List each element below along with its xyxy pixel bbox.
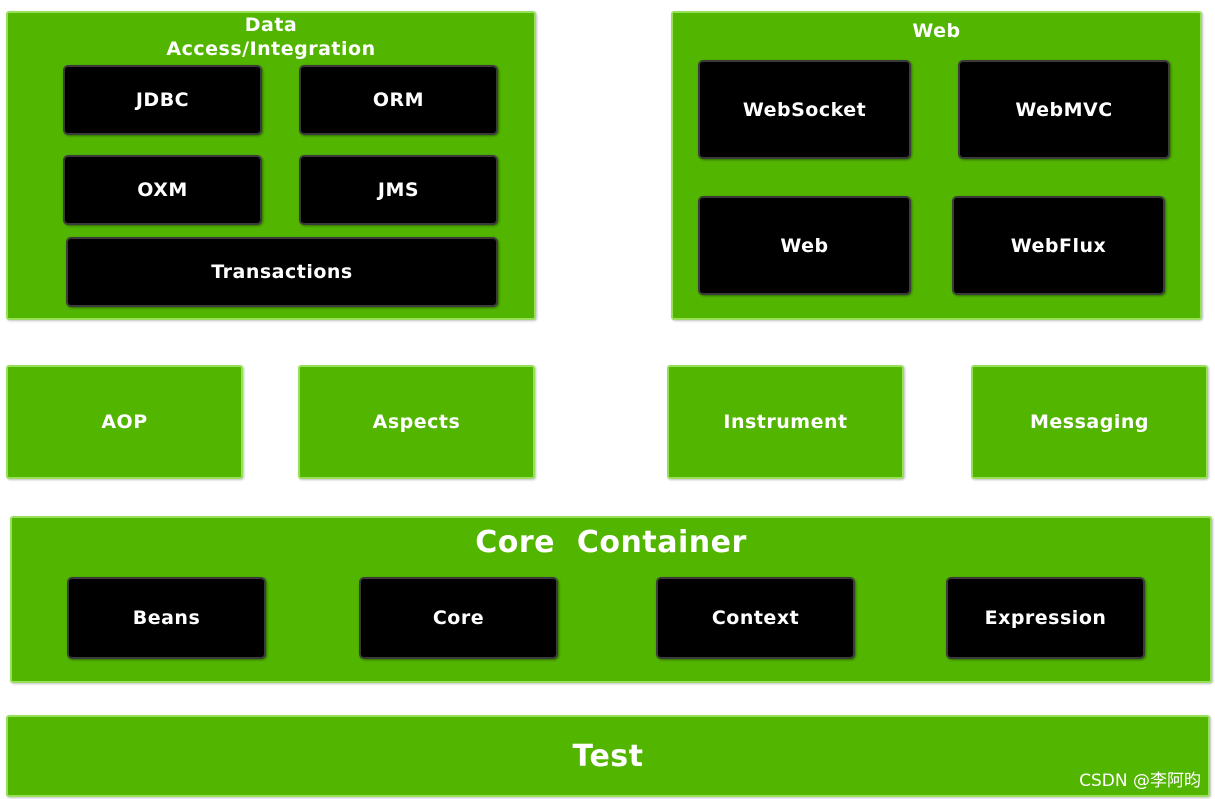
test-module: Test xyxy=(6,715,1210,797)
web-module: Web WebSocket WebMVC Web WebFlux xyxy=(671,11,1202,320)
aop-module: AOP xyxy=(6,365,243,479)
webmvc-box: WebMVC xyxy=(958,60,1170,159)
data-access-title: Data Access/Integration xyxy=(8,13,534,61)
watermark: CSDN @李阿昀 xyxy=(1079,771,1201,791)
data-access-title-line2: Access/Integration xyxy=(166,38,376,60)
web-title: Web xyxy=(912,20,961,42)
test-title: Test xyxy=(572,738,644,774)
orm-box: ORM xyxy=(299,65,498,135)
webflux-box: WebFlux xyxy=(952,196,1165,295)
expression-box: Expression xyxy=(946,577,1145,659)
messaging-module: Messaging xyxy=(971,365,1208,479)
web-box: Web xyxy=(698,196,911,295)
context-box: Context xyxy=(656,577,855,659)
transactions-box: Transactions xyxy=(66,237,498,307)
websocket-box: WebSocket xyxy=(698,60,911,159)
jdbc-box: JDBC xyxy=(63,65,262,135)
data-access-title-line1: Data xyxy=(244,14,298,36)
oxm-box: OXM xyxy=(63,155,262,225)
data-access-integration-module: Data Access/Integration JDBC ORM OXM JMS… xyxy=(6,11,536,320)
beans-box: Beans xyxy=(67,577,266,659)
core-box: Core xyxy=(359,577,558,659)
instrument-module: Instrument xyxy=(667,365,904,479)
aspects-module: Aspects xyxy=(298,365,535,479)
core-container-module: Core Container Beans Core Context Expres… xyxy=(10,516,1212,683)
core-container-title: Core Container xyxy=(475,525,747,560)
jms-box: JMS xyxy=(299,155,498,225)
